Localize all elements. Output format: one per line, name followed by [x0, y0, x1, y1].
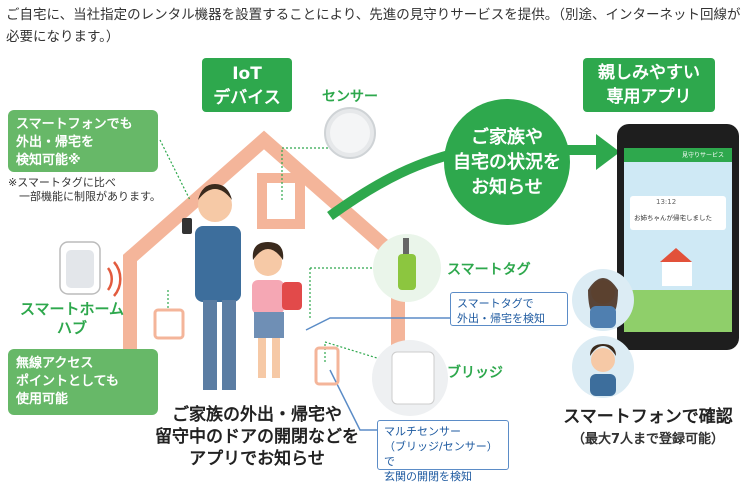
wifi-note-line1: 無線アクセス: [16, 356, 94, 371]
iot-badge-line2: デバイス: [213, 88, 281, 108]
footnote-line1: ※スマートタグに比べ: [8, 176, 116, 189]
smartphone-note-line3: 検知可能※: [16, 153, 81, 168]
girl-figure: [252, 242, 302, 378]
house-caption-line1: ご家族の外出・帰宅や: [172, 405, 342, 425]
house-outline: [123, 130, 405, 398]
circle-line1: ご家族や: [471, 127, 543, 148]
bridge-device: [372, 340, 448, 416]
multi-callout-line2: （ブリッジ/センサー）で: [384, 440, 498, 468]
notify-circle: ご家族や 自宅の状況を お知らせ: [444, 99, 570, 225]
door-sensor: [314, 346, 340, 386]
circle-line2: 自宅の状況を: [453, 152, 561, 173]
multi-callout-line1: マルチセンサー: [384, 425, 461, 438]
smartphone-detection-note: スマートフォンでも 外出・帰宅を 検知可能※: [8, 110, 158, 172]
smartphone-note-line2: 外出・帰宅を: [16, 135, 95, 150]
phone-header: 見守りサービス: [682, 152, 725, 159]
father-figure: [182, 184, 241, 390]
house-caption-line2: 留守中のドアの開閉などを: [155, 427, 359, 447]
smart-tag-label: スマートタグ: [447, 262, 531, 278]
multi-sensor-callout: マルチセンサー （ブリッジ/センサー）で 玄関の開閉を検知: [377, 420, 509, 483]
tag-callout-line1: スマートタグで: [457, 297, 534, 310]
smartphone-note-line1: スマートフォンでも: [16, 117, 133, 132]
app-badge-line1: 親しみやすい: [598, 63, 700, 83]
hub-label-line1: スマートホーム: [19, 300, 125, 318]
tag-callout-line2: 外出・帰宅を検知: [457, 312, 545, 325]
smart-home-hub-device: [59, 241, 122, 297]
mother-avatar: [572, 269, 634, 331]
phone-confirm-subtitle: （最大7人まで登録可能）: [571, 432, 725, 447]
smart-tag-callout: スマートタグで 外出・帰宅を検知: [450, 292, 568, 326]
sensor-label: センサー: [322, 89, 378, 105]
app-badge-line2: 専用アプリ: [606, 87, 692, 107]
smartphone-footnote: ※スマートタグに比べ 一部機能に制限があります。: [8, 176, 161, 204]
wifi-note-line2: ポイントとしても: [16, 374, 119, 389]
phone-notification: お姉ちゃんが帰宅しました: [634, 214, 712, 222]
phone-status-time: 13:12: [656, 198, 677, 206]
wifi-access-point-note: 無線アクセス ポイントとしても 使用可能: [8, 349, 158, 415]
notify-arrowhead: [596, 134, 620, 170]
smartphone-device: [617, 124, 739, 350]
multi-callout-line3: 玄関の開閉を検知: [384, 470, 472, 483]
hub-label-line2: ハブ: [56, 319, 87, 337]
smart-home-hub-label: スマートホーム ハブ: [16, 300, 128, 338]
father-avatar: [572, 336, 634, 398]
phone-confirm-title: スマートフォンで確認: [563, 407, 733, 427]
app-badge: 親しみやすい 専用アプリ: [583, 58, 715, 112]
hub-shelf: [153, 308, 185, 340]
iot-badge-line1: IoT: [232, 64, 262, 84]
house-caption-line3: アプリでお知らせ: [189, 449, 325, 469]
bridge-label: ブリッジ: [447, 365, 503, 381]
circle-line3: お知らせ: [471, 177, 543, 198]
blue-leaders: [305, 317, 450, 431]
wifi-note-line3: 使用可能: [16, 392, 69, 407]
iot-device-badge: IoT デバイス: [202, 58, 292, 112]
house-caption: ご家族の外出・帰宅や 留守中のドアの開閉などを アプリでお知らせ: [134, 404, 380, 470]
house-chimney: [257, 173, 305, 229]
intro-text: ご自宅に、当社指定のレンタル機器を設置することにより、先進の見守りサービスを提供…: [6, 7, 741, 45]
smart-tag-device: [373, 234, 441, 302]
footnote-line2: 一部機能に制限があります。: [8, 190, 161, 203]
